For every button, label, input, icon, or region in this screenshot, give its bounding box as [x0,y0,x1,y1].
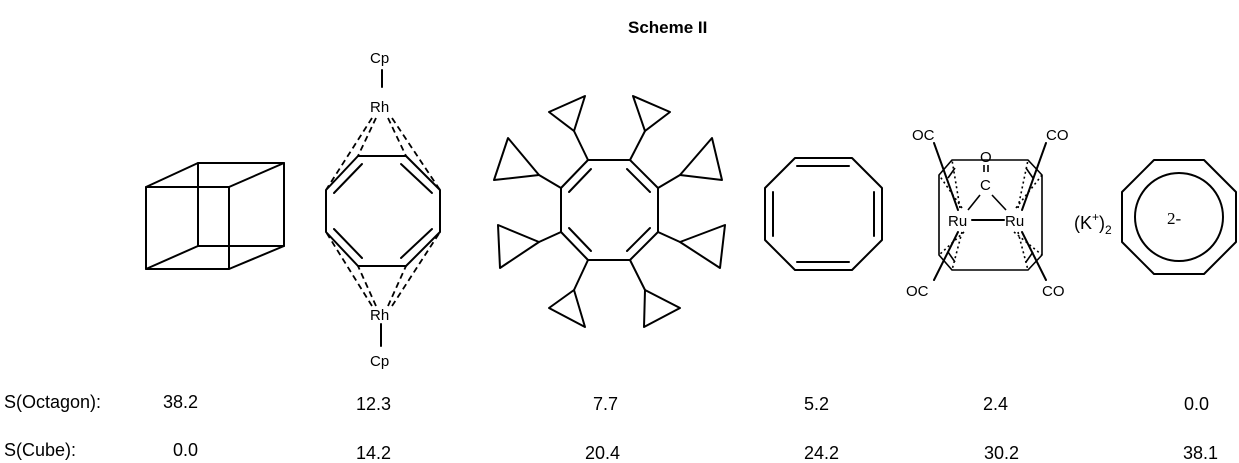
row-label-cube: S(Cube): [4,440,76,460]
value-cell: 2.4 [983,394,1008,414]
ru-label-left: Ru [948,213,967,230]
cp-label-bottom: Cp [370,353,389,370]
octacyclopropyl-cot-structure [493,95,726,328]
cube-values: 0.0 14.2 20.4 24.2 30.2 38.1 [173,440,1218,463]
ruthenium-complex-structure [933,142,1047,281]
value-cell: 24.2 [804,443,839,463]
octagon-values: 38.2 12.3 7.7 5.2 2.4 0.0 [163,392,1209,414]
bridging-o-label: O [980,149,992,166]
cyclooctatetraene-structure [764,157,883,271]
oc-label-top: OC [912,127,935,144]
value-cell: 20.4 [585,443,620,463]
value-cell: 30.2 [984,443,1019,463]
dianion-charge-label: 2- [1167,209,1182,228]
value-cell: 38.1 [1183,443,1218,463]
value-cell: 7.7 [593,394,618,414]
cp-label-top: Cp [370,50,389,67]
value-cell: 0.0 [173,440,198,460]
co-label-bottom: CO [1042,283,1065,300]
value-cell: 5.2 [804,394,829,414]
ru-label-right: Ru [1005,213,1024,230]
scheme-title: Scheme II [628,18,707,37]
cube-structure [145,162,285,270]
rh-label-top: Rh [370,99,389,116]
rhodium-complex-structure [325,69,441,347]
row-label-octagon: S(Octagon): [4,392,101,412]
value-cell: 12.3 [356,394,391,414]
bridging-c-label: C [980,177,991,194]
value-cell: 0.0 [1184,394,1209,414]
oc-label-bottom: OC [906,283,929,300]
cot-dianion-structure [1121,159,1237,275]
rh-label-bottom: Rh [370,307,389,324]
value-cell: 38.2 [163,392,198,412]
value-cell: 14.2 [356,443,391,463]
counterion-label: (K+)2 [1074,210,1112,237]
co-label-top: CO [1046,127,1069,144]
